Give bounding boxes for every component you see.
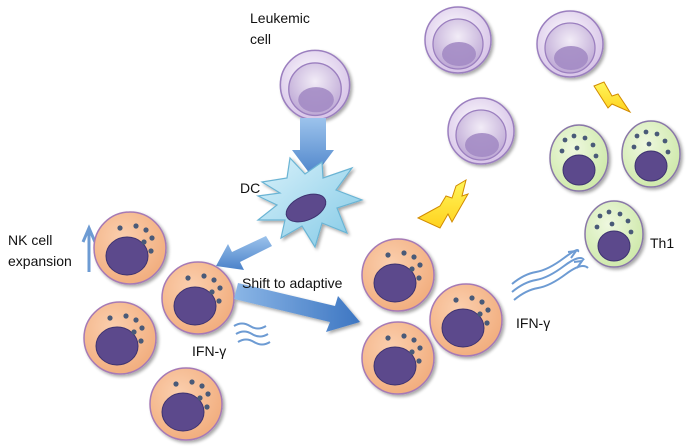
nk-expansion-label-line1: NK cell xyxy=(8,232,52,248)
nk-expansion-arrow xyxy=(81,224,97,272)
nk-cell-3 xyxy=(83,301,157,375)
nk-cell-4 xyxy=(149,367,223,441)
shift-to-adaptive-label: Shift to adaptive xyxy=(242,275,343,291)
ifn-waves-right xyxy=(511,249,589,301)
lightning-bolt-right xyxy=(593,81,632,114)
ifn-gamma-label-left: IFN-γ xyxy=(192,343,226,359)
dendritic-cell xyxy=(255,156,364,249)
nk-cell-1 xyxy=(93,211,167,285)
leukemic-cell-target-1 xyxy=(424,6,492,74)
leukemic-cell-label-line1: Leukemic xyxy=(250,10,310,26)
shift-to-adaptive-arrow xyxy=(234,283,360,332)
th1-label: Th1 xyxy=(650,235,674,251)
leukemic-cell-target-2 xyxy=(447,97,515,165)
leukemic-cell-target-3 xyxy=(536,10,604,78)
leukemic-cell-label-line2: cell xyxy=(250,31,271,47)
nk-cell-5 xyxy=(361,238,435,312)
nk-expansion-label-line2: expansion xyxy=(8,253,72,269)
leukemic-cell-top xyxy=(279,49,351,121)
ifn-waves-left xyxy=(233,322,271,346)
arrow-dc-to-nk xyxy=(216,236,272,270)
arrow-leukemic-to-dc xyxy=(292,118,334,178)
th1-cell-1 xyxy=(549,124,609,192)
dc-label: DC xyxy=(240,180,260,196)
ifn-gamma-label-right: IFN-γ xyxy=(516,315,550,331)
lightning-bolt-middle xyxy=(416,178,470,229)
nk-cell-2 xyxy=(161,261,235,335)
nk-cell-6 xyxy=(429,283,503,357)
th1-cell-3 xyxy=(584,200,644,268)
th1-cell-2 xyxy=(621,120,681,188)
nk-cell-7 xyxy=(361,321,435,395)
